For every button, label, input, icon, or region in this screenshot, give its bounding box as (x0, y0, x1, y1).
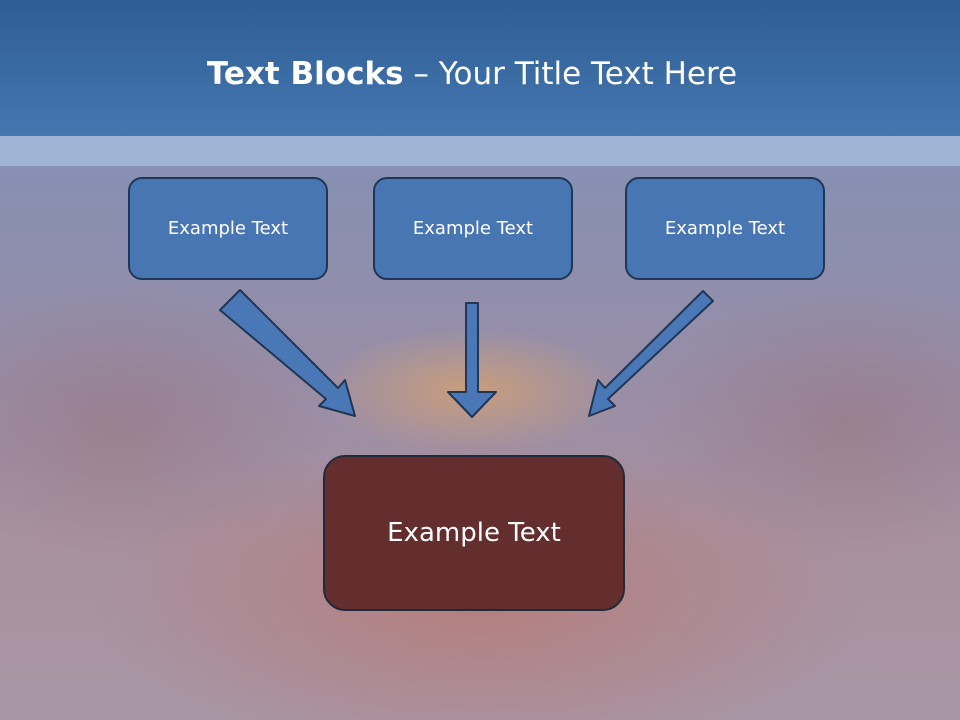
text-block-1-label: Example Text (167, 218, 289, 239)
target-block[interactable]: Example Text (323, 455, 625, 611)
slide-title-bold: Text Blocks (206, 56, 404, 92)
text-block-3[interactable]: Example Text (625, 177, 825, 280)
arrow-left-icon (219, 289, 356, 417)
text-block-2[interactable]: Example Text (373, 177, 573, 280)
arrow-down-icon (447, 302, 497, 418)
text-block-1[interactable]: Example Text (128, 177, 328, 280)
title-bar-band (0, 136, 960, 166)
arrow-right-icon (588, 290, 714, 417)
slide-title: Text Blocks – Your Title Text Here (0, 54, 944, 94)
slide-title-rest: – Your Title Text Here (403, 56, 738, 92)
title-bar (0, 0, 960, 136)
text-block-3-label: Example Text (664, 218, 786, 239)
text-block-2-label: Example Text (412, 218, 534, 239)
target-block-label: Example Text (387, 518, 561, 548)
